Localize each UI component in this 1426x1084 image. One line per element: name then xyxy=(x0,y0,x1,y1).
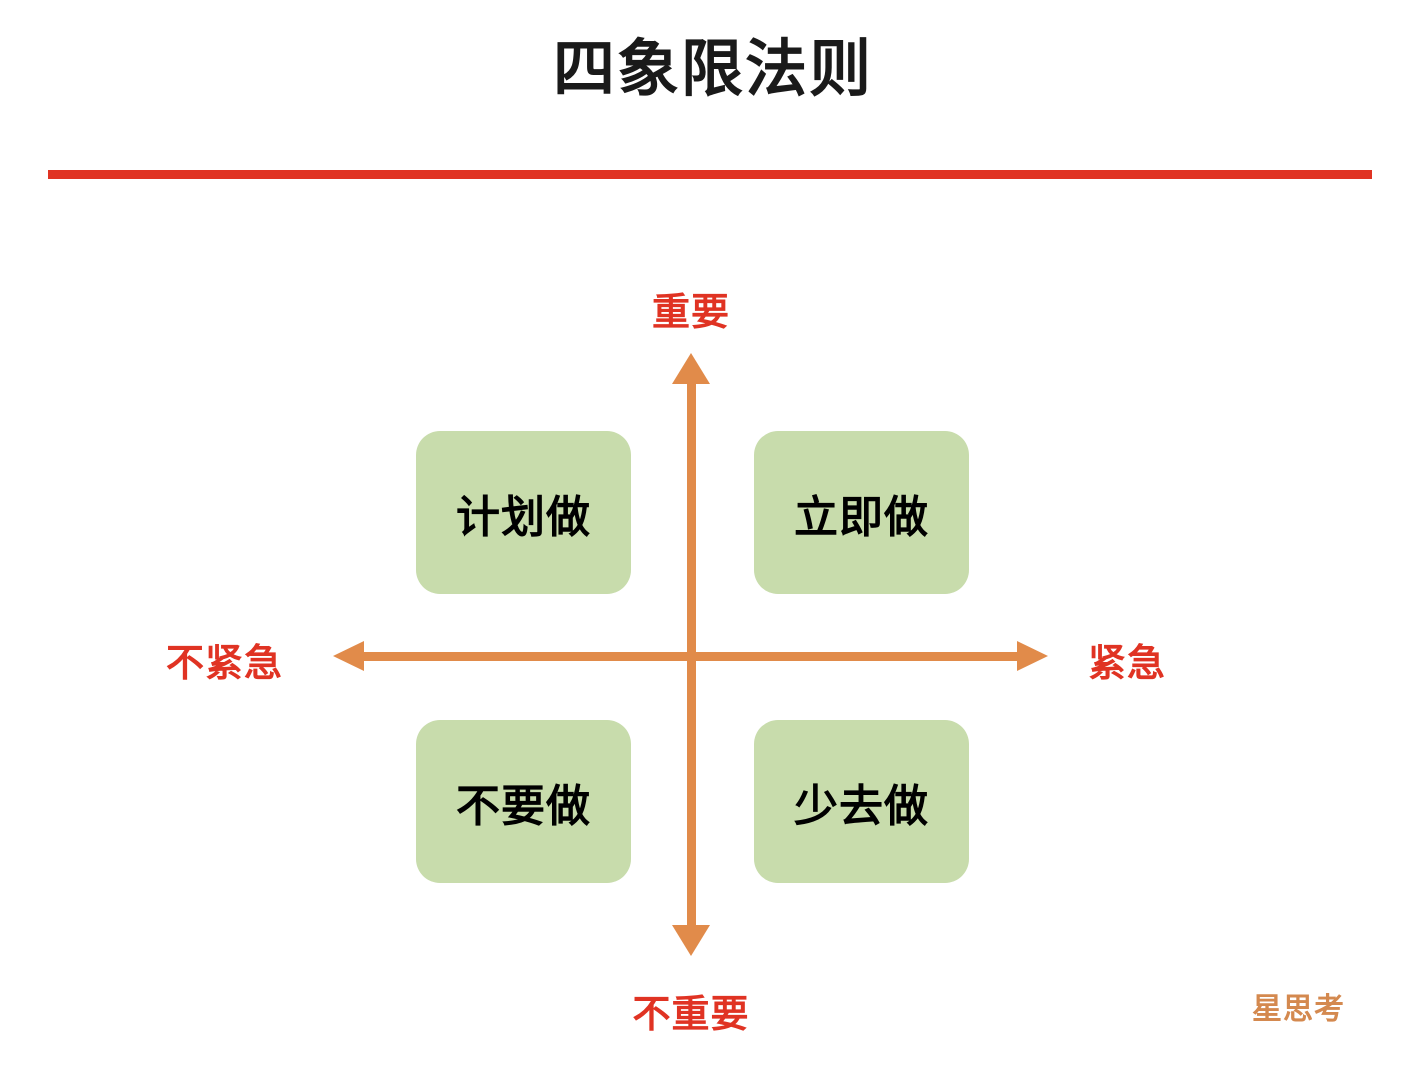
axis-label-urgent: 紧急 xyxy=(1088,643,1167,685)
axis-label-not-urgent: 不紧急 xyxy=(166,643,284,685)
quadrant-important-not-urgent[interactable]: 计划做 xyxy=(416,431,631,594)
axis-label-not-important: 不重要 xyxy=(632,994,750,1036)
quadrant-not-important-urgent[interactable]: 少去做 xyxy=(754,720,969,883)
horizontal-axis-line xyxy=(350,652,1020,661)
quadrant-label: 立即做 xyxy=(794,492,929,542)
quadrant-not-important-not-urgent[interactable]: 不要做 xyxy=(416,720,631,883)
quadrant-label: 少去做 xyxy=(794,781,929,831)
quadrant-important-urgent[interactable]: 立即做 xyxy=(754,431,969,594)
arrow-up-icon xyxy=(672,353,710,384)
title-divider xyxy=(48,170,1372,179)
arrow-down-icon xyxy=(672,925,710,956)
quadrant-label: 计划做 xyxy=(456,492,591,542)
arrow-right-icon xyxy=(1017,641,1048,671)
arrow-left-icon xyxy=(333,641,364,671)
axis-label-important: 重要 xyxy=(651,292,730,334)
page-title: 四象限法则 xyxy=(552,35,873,104)
quadrant-label: 不要做 xyxy=(456,781,591,831)
watermark-brand: 星思考 xyxy=(1252,993,1345,1026)
